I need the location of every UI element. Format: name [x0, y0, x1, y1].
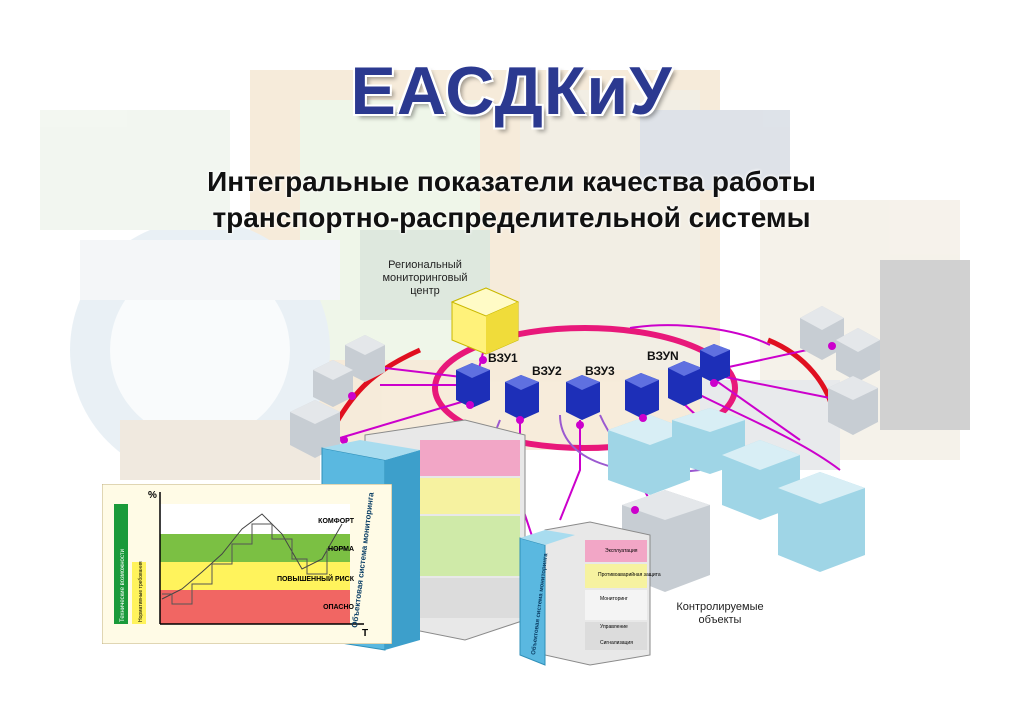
trend-smooth — [161, 513, 343, 600]
objects-label: Контролируемые объекты — [660, 601, 780, 627]
node-label-vzu2: ВЗУ2 — [532, 364, 562, 378]
object-cube-left-3 — [290, 400, 340, 458]
objects-label-line-2: объекты — [698, 614, 742, 626]
object-cube-right-3 — [828, 376, 878, 435]
page-title: ЕАСДКиУ — [350, 53, 673, 129]
left-sub-label: Нормативные требования — [138, 561, 144, 622]
node-vzu1 — [456, 363, 490, 408]
quality-chart: % T КОМФОРТ НОРМА ПОВЫШЕННЫЙ РИСК ОПАСНО… — [102, 484, 392, 644]
axis-x-label: T — [362, 628, 368, 639]
node-label-vzu3: ВЗУ3 — [585, 364, 615, 378]
level-risk: ПОВЫШЕННЫЙ РИСК — [277, 574, 355, 583]
backbone-ring — [432, 325, 738, 451]
object-cube-left-1 — [345, 335, 385, 382]
left-bar-green — [114, 504, 128, 624]
regional-center-label-line-3: центр — [410, 285, 440, 297]
level-band-danger — [160, 590, 350, 624]
regional-center-cube — [450, 287, 520, 355]
node-label-vzun: ВЗУN — [647, 349, 679, 363]
red-arc-left — [332, 347, 422, 427]
object-cabinet-4 — [778, 472, 865, 572]
left-bar-yellow — [132, 562, 146, 624]
node-vzu3 — [566, 375, 600, 420]
node-vzu-mid — [625, 373, 659, 418]
level-comfort: КОМФОРТ — [318, 518, 355, 525]
level-norma: НОРМА — [328, 546, 354, 553]
left-axis-label: Технические возможности — [120, 549, 126, 622]
node-vzun — [668, 344, 730, 406]
regional-center-label-line-2: мониторинговый — [382, 272, 468, 284]
subtitle-line-1: Интегральные показатели качества работы — [207, 166, 816, 197]
objects-label-line-1: Контролируемые — [676, 601, 764, 613]
connection-dots — [340, 342, 836, 514]
magenta-arc-top — [629, 324, 771, 346]
axis-y-label: % — [148, 490, 157, 501]
regional-center-label: Региональный мониторинговый центр — [365, 259, 485, 298]
object-cabinet-1 — [608, 415, 690, 495]
regional-center-label-line-1: Региональный — [388, 259, 462, 271]
trend-steps — [162, 523, 347, 605]
node-label-vzu1: ВЗУ1 — [488, 351, 518, 365]
subtitle-line-2: транспортно-распределительной системы — [212, 202, 811, 233]
level-danger: ОПАСНО — [323, 604, 354, 611]
node-vzu2 — [505, 375, 539, 420]
monitoring-panel-small — [519, 521, 651, 666]
object-cube-left-2 — [313, 360, 353, 407]
object-cube-right-2 — [836, 328, 880, 382]
level-band-norma — [160, 534, 350, 562]
